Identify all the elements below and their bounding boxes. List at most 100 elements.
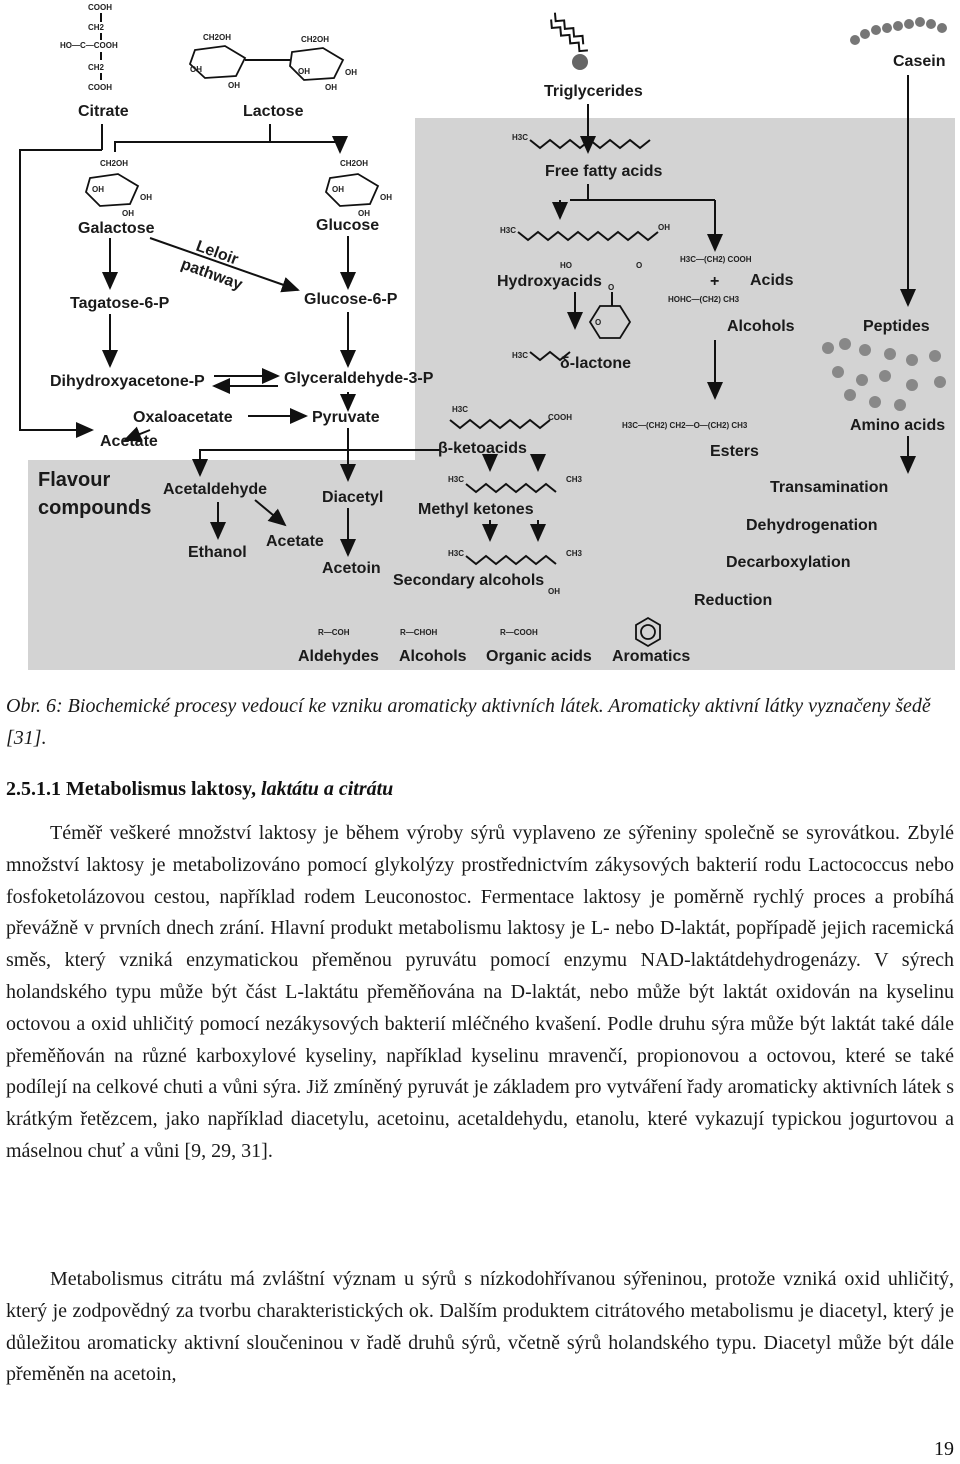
compounds-label: compounds [38, 497, 151, 519]
svg-text:OH: OH [190, 65, 202, 74]
biochemical-pathways-figure: COOH CH2 HO—C—COOH CH2 COOH Citrate CH2O… [19, 3, 955, 670]
amino-acid-dots [822, 338, 946, 411]
alcohols-bottom-label: Alcohols [399, 648, 467, 665]
svg-text:O: O [636, 261, 642, 270]
svg-text:COOH: COOH [88, 3, 112, 12]
diacetyl-label: Diacetyl [322, 489, 383, 506]
svg-text:H3C: H3C [512, 133, 528, 142]
svg-text:CH2OH: CH2OH [340, 159, 368, 168]
acid-formula: H3C—(CH2) COOH [680, 255, 752, 264]
lactose-label: Lactose [243, 103, 304, 120]
hydroxyacids-label: Hydroxyacids [497, 273, 602, 290]
alcohol-formula: HOHC—(CH2) CH3 [668, 295, 740, 304]
aldehydes-label: Aldehydes [298, 648, 379, 665]
secondary-alcohols-label: Secondary alcohols [393, 572, 544, 589]
tagatose-6-p-label: Tagatose-6-P [70, 295, 170, 312]
glucose-label: Glucose [316, 217, 379, 234]
ester-formula: H3C—(CH2) CH2—O—(CH2) CH3 [622, 421, 748, 430]
svg-text:O: O [595, 318, 601, 327]
svg-text:OH: OH [92, 185, 104, 194]
svg-text:H3C: H3C [452, 405, 468, 414]
svg-text:OH: OH [332, 185, 344, 194]
beta-ketoacid-structure: H3C COOH [449, 405, 572, 430]
triglycerides-label: Triglycerides [544, 83, 643, 100]
section-title-italic: laktátu a citrátu [261, 778, 394, 800]
svg-text:OH: OH [345, 68, 357, 77]
hydroxyacid-structure: H3C OH HO O [500, 223, 670, 270]
section-number: 2.5.1.1 [6, 778, 66, 800]
methyl-ketones-label: Methyl ketones [418, 501, 534, 518]
secondary-alcohol-h3c: H3C [448, 549, 464, 558]
pyruvate-label: Pyruvate [312, 409, 380, 426]
free-fatty-acid-structure: H3C [512, 133, 651, 150]
galactose-label: Galactose [78, 220, 155, 237]
ethanol-label: Ethanol [188, 544, 247, 561]
svg-text:CH2OH: CH2OH [203, 33, 231, 42]
secondary-alcohol-ch3: CH3 [566, 549, 583, 558]
esters-label: Esters [710, 443, 759, 460]
alcohols-label: Alcohols [727, 318, 795, 335]
svg-text:HO: HO [560, 261, 572, 270]
paragraph-lactose-metabolism: Téměř veškeré množství laktosy je během … [6, 822, 954, 1162]
peptides-label: Peptides [863, 318, 930, 335]
svg-text:OH: OH [325, 83, 337, 92]
section-heading: 2.5.1.1 Metabolismus laktosy, laktátu a … [6, 778, 393, 801]
acetoin-label: Acetoin [322, 560, 381, 577]
triglycerides-icon [550, 12, 588, 70]
paragraph-citrate-metabolism: Metabolismus citrátu má zvláštní význam … [6, 1268, 954, 1386]
aldehyde-formula: R—COH [318, 628, 350, 637]
casein-chain-icon [850, 17, 947, 45]
svg-text:OH: OH [122, 209, 134, 218]
aromatics-label: Aromatics [612, 648, 690, 665]
caption-text: Biochemické procesy vedoucí ke vzniku ar… [6, 695, 931, 749]
casein-label: Casein [893, 53, 945, 70]
svg-text:CH2: CH2 [88, 23, 105, 32]
svg-text:CH2OH: CH2OH [100, 159, 128, 168]
oxaloacetate-label: Oxaloacetate [133, 409, 233, 426]
lactose-structure: CH2OH OH OH CH2OH OH OH OH [188, 33, 357, 92]
acetate-bottom-label: Acetate [266, 533, 324, 550]
svg-text:OH: OH [380, 193, 392, 202]
svg-text:HO—C—COOH: HO—C—COOH [60, 41, 118, 50]
beta-ketoacids-label: β-ketoacids [438, 440, 527, 457]
alcohol-bottom-formula: R—CHOH [400, 628, 438, 637]
glucose-6-p-label: Glucose-6-P [304, 291, 398, 308]
svg-text:CH2OH: CH2OH [301, 35, 329, 44]
benzene-ring-icon [635, 616, 661, 648]
dihydroxyacetone-p-label: Dihydroxyacetone-P [50, 373, 205, 390]
plus-sign: + [710, 273, 719, 290]
citrate-label: Citrate [78, 103, 129, 120]
flavour-label: Flavour [38, 469, 110, 491]
page-number: 19 [934, 1438, 954, 1460]
galactose-structure: CH2OH OH OH OH [84, 159, 152, 218]
methyl-ketone-ch3: CH3 [566, 475, 583, 484]
delta-lactone-structure: O O H3C [512, 283, 632, 362]
glucose-structure: CH2OH OH OH OH [324, 159, 392, 218]
citrate-structure: COOH CH2 HO—C—COOH CH2 COOH [60, 3, 118, 92]
svg-text:H3C: H3C [512, 351, 528, 360]
svg-text:COOH: COOH [88, 83, 112, 92]
figure-caption: Obr. 6: Biochemické procesy vedoucí ke v… [6, 690, 956, 754]
organic-acids-label: Organic acids [486, 648, 592, 665]
svg-text:CH2: CH2 [88, 63, 105, 72]
secondary-alcohol-oh: OH [548, 587, 560, 596]
organic-acid-formula: R—COOH [500, 628, 538, 637]
acetaldehyde-label: Acetaldehyde [163, 481, 267, 498]
svg-text:OH: OH [658, 223, 670, 232]
svg-text:OH: OH [358, 209, 370, 218]
acids-label: Acids [750, 272, 794, 289]
svg-text:O: O [608, 283, 614, 292]
caption-label: Obr. 6: [6, 695, 68, 717]
svg-text:OH: OH [228, 81, 240, 90]
grey-region-bottom [28, 460, 955, 670]
reduction-label: Reduction [694, 592, 772, 609]
methyl-ketone-h3c: H3C [448, 475, 464, 484]
svg-text:COOH: COOH [548, 413, 572, 422]
svg-text:OH: OH [140, 193, 152, 202]
glyceraldehyde-3-p-label: Glyceraldehyde-3-P [284, 370, 434, 387]
dehydrogenation-label: Dehydrogenation [746, 517, 878, 534]
svg-text:H3C: H3C [500, 226, 516, 235]
svg-text:OH: OH [298, 67, 310, 76]
amino-acids-label: Amino acids [850, 417, 945, 434]
transamination-label: Transamination [770, 479, 888, 496]
